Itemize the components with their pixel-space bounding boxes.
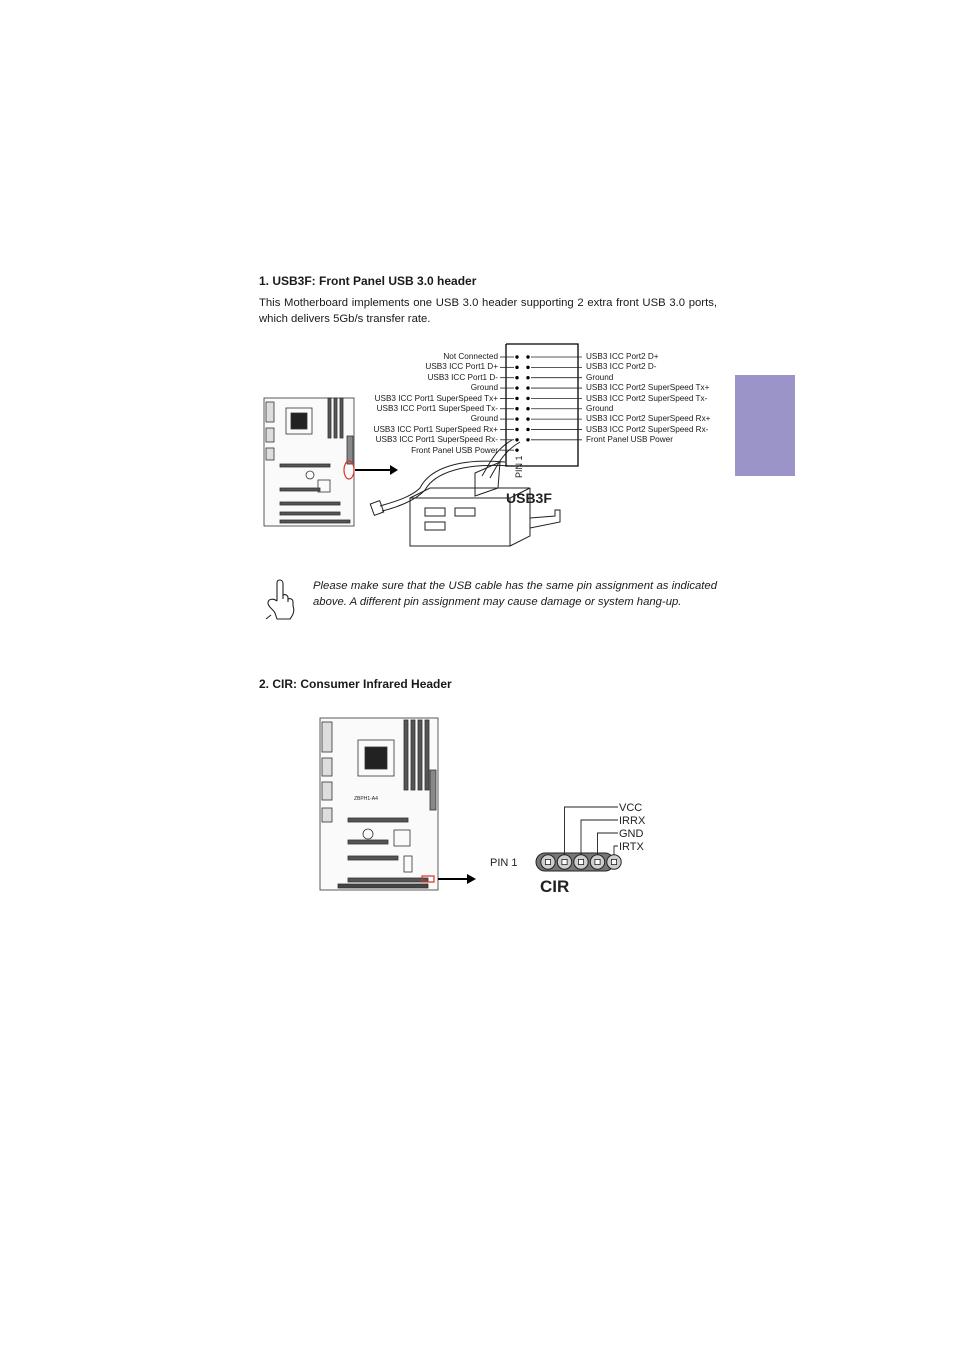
usb3f-name: USB3F bbox=[506, 490, 552, 506]
chapter-side-tab bbox=[735, 375, 795, 476]
usb3f-right-pin-label: USB3 ICC Port2 SuperSpeed Rx+ bbox=[586, 414, 711, 424]
cir-pin-hole bbox=[561, 858, 568, 865]
usb3f-right-labels: USB3 ICC Port2 D+USB3 ICC Port2 D-Ground… bbox=[586, 352, 726, 446]
cir-pin-label: IRRX bbox=[619, 815, 646, 827]
cir-pin1-label: PIN 1 bbox=[490, 857, 518, 869]
usb3f-left-pin-label: USB3 ICC Port1 SuperSpeed Rx- bbox=[375, 435, 498, 445]
usb-cable-note: Please make sure that the USB cable has … bbox=[313, 580, 717, 608]
usb3f-pin bbox=[515, 386, 519, 390]
cir-name: CIR bbox=[540, 877, 569, 896]
usb3f-right-pin-label: USB3 ICC Port2 SuperSpeed Rx- bbox=[586, 424, 709, 434]
motherboard-thumbnail bbox=[263, 397, 355, 527]
cir-pin-lead bbox=[564, 806, 618, 855]
cir-pin-label: GND bbox=[619, 828, 644, 840]
cir-pin-label: VCC bbox=[619, 802, 642, 814]
usb3f-right-pin-label: USB3 ICC Port2 D- bbox=[586, 362, 657, 372]
usb3f-pin bbox=[515, 365, 519, 370]
cir-pin-lead bbox=[613, 845, 618, 855]
usb3f-pin bbox=[526, 365, 530, 370]
usb3f-right-pin-label: Ground bbox=[586, 372, 614, 382]
usb3f-left-pin-label: Ground bbox=[470, 414, 498, 424]
section2-heading: 2. CIR: Consumer Infrared Header bbox=[259, 677, 452, 691]
cir-pin-lead bbox=[580, 819, 618, 855]
usb3f-diagram: PIN 1 USB3F bbox=[263, 343, 582, 547]
usb3f-pin bbox=[526, 396, 530, 401]
cir-highlight bbox=[421, 875, 435, 883]
usb3f-left-pin-label: USB3 ICC Port1 SuperSpeed Tx- bbox=[376, 404, 498, 414]
cir-pin-hole bbox=[610, 858, 617, 865]
usb3f-left-pin-label: USB3 ICC Port1 SuperSpeed Rx+ bbox=[373, 424, 498, 434]
usb3f-pin bbox=[526, 355, 530, 359]
usb3f-pin bbox=[515, 376, 519, 380]
usb3f-pin bbox=[526, 438, 530, 442]
usb3f-pin bbox=[515, 448, 519, 452]
usb3f-left-pin-label: Ground bbox=[470, 383, 498, 393]
usb3f-left-pin-label: USB3 ICC Port1 D+ bbox=[425, 362, 498, 372]
cir-pin-hole bbox=[544, 858, 551, 865]
section1-heading: 1. USB3F: Front Panel USB 3.0 header bbox=[259, 274, 477, 288]
usb3f-left-pin-label: Front Panel USB Power bbox=[411, 445, 498, 455]
usb3f-right-pin-label: Front Panel USB Power bbox=[586, 435, 673, 445]
usb3f-pin bbox=[515, 438, 519, 442]
section1-description: This Motherboard implements one USB 3.0 … bbox=[259, 297, 717, 325]
usb3f-right-pin-label: Ground bbox=[586, 404, 614, 414]
usb3f-pin bbox=[515, 355, 519, 359]
usb3f-right-pin-label: USB3 ICC Port2 D+ bbox=[586, 352, 659, 361]
usb3f-pin1-label: PIN 1 bbox=[514, 455, 524, 478]
usb3f-pin bbox=[515, 417, 519, 421]
usb3f-highlight bbox=[343, 460, 355, 480]
usb3f-right-pin-label: USB3 ICC Port2 SuperSpeed Tx- bbox=[586, 393, 708, 403]
pointing-hand-icon bbox=[265, 579, 295, 620]
usb3f-pin bbox=[526, 417, 530, 421]
usb3f-pin bbox=[526, 386, 530, 390]
usb3f-left-pin-label: Not Connected bbox=[443, 352, 498, 361]
usb3f-pin bbox=[515, 407, 519, 411]
cir-board-model: ZBPH1-A4 bbox=[354, 796, 378, 802]
usb3f-pin bbox=[515, 427, 519, 432]
usb-bracket-drawing bbox=[369, 439, 561, 547]
usb3f-pin bbox=[526, 427, 530, 432]
usb3f-pin bbox=[526, 407, 530, 411]
cir-pin-hole bbox=[577, 858, 584, 865]
cir-pin-label: IRTX bbox=[619, 841, 645, 853]
usb3f-pin bbox=[526, 376, 530, 380]
usb3f-right-pin-label: USB3 ICC Port2 SuperSpeed Tx+ bbox=[586, 383, 710, 393]
usb3f-left-pin-label: USB3 ICC Port1 SuperSpeed Tx+ bbox=[374, 393, 498, 403]
cir-pin-lead bbox=[597, 832, 618, 855]
cir-motherboard-thumbnail bbox=[319, 717, 439, 891]
usb3f-pin bbox=[515, 396, 519, 401]
cir-pin-hole bbox=[594, 858, 601, 865]
usb3f-connector bbox=[505, 343, 579, 467]
usb3f-left-pin-label: USB3 ICC Port1 D- bbox=[427, 372, 498, 382]
